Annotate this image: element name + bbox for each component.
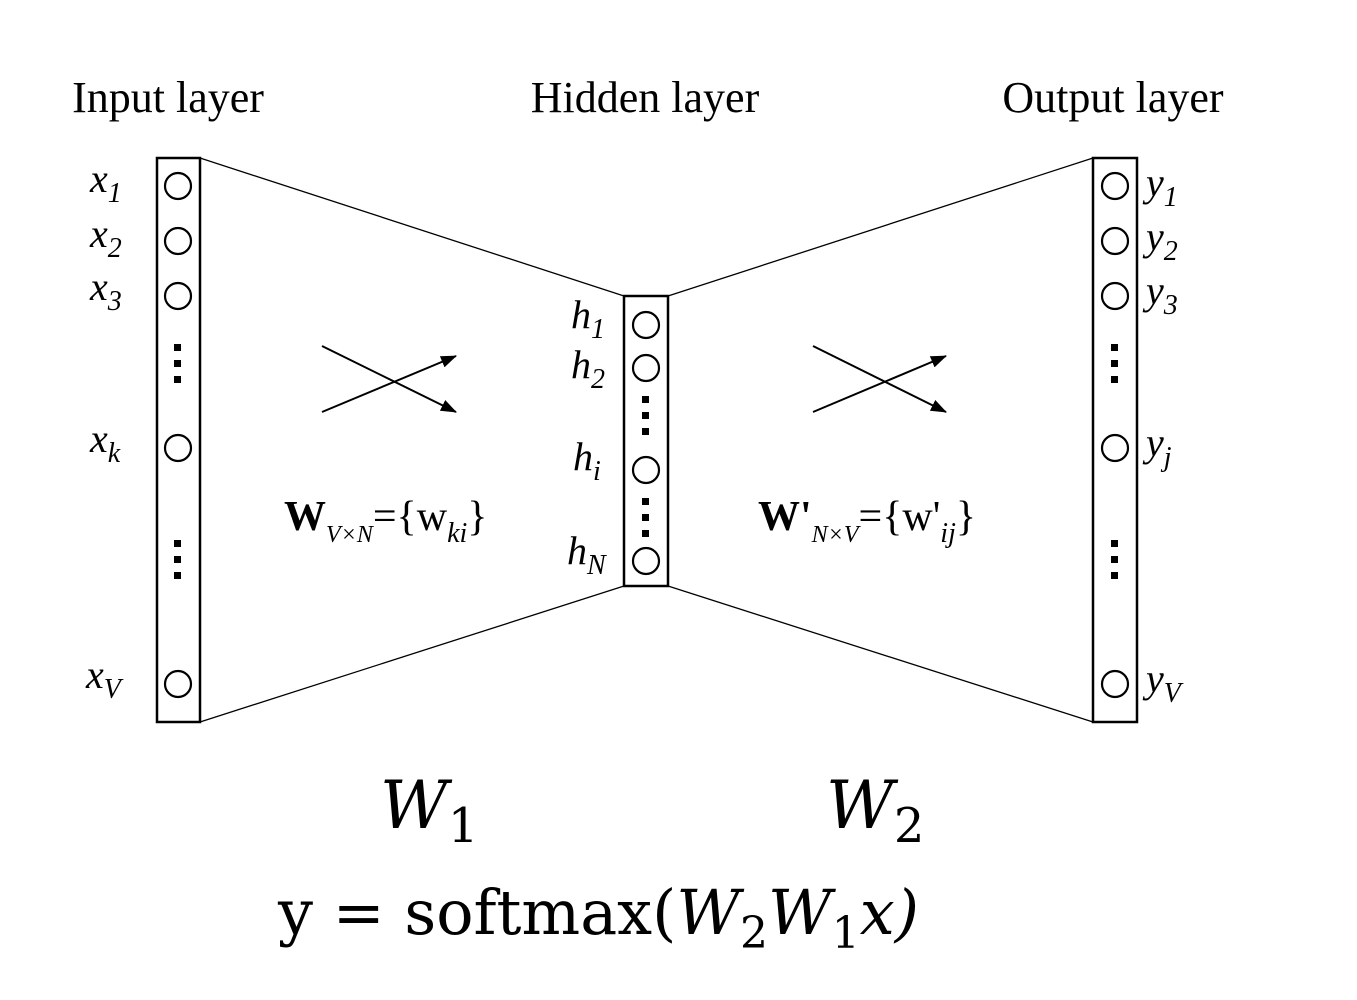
hidden-ellipsis-dots	[642, 396, 649, 435]
hidden-labels: h1 h2 hi hN	[567, 292, 607, 581]
hidden-label-h1: h1	[571, 292, 605, 345]
input-labels: x1 x2 x3 xk xV	[85, 156, 124, 705]
hidden-layer	[622, 294, 670, 588]
output-node	[1100, 669, 1130, 699]
output-node	[1100, 171, 1130, 201]
hidden-label-h2: h2	[571, 342, 605, 395]
input-node	[163, 433, 193, 463]
input-node	[163, 669, 193, 699]
right-cross-arrows	[812, 345, 947, 413]
hidden-ellipsis-dots	[642, 498, 649, 537]
input-ellipsis-dots	[174, 344, 181, 383]
output-label-yV: yV	[1142, 656, 1184, 709]
input-layer	[155, 156, 202, 724]
arrow-icon	[321, 345, 457, 413]
input-label-xk: xk	[89, 416, 121, 469]
hidden-output-bottom-edge	[667, 585, 1094, 723]
input-layer-title: Input layer	[72, 73, 264, 122]
input-node	[163, 281, 193, 311]
softmax-formula: y = softmax(W2W1x)	[277, 876, 919, 959]
w1-annotation: W1	[380, 767, 478, 854]
input-label-x2: x2	[89, 211, 122, 264]
output-label-yj: yj	[1142, 420, 1172, 473]
left-cross-arrows	[321, 345, 457, 413]
output-label-y2: y2	[1142, 214, 1178, 267]
hidden-label-hi: hi	[573, 434, 601, 487]
hidden-node	[631, 310, 661, 340]
output-ellipsis-dots	[1111, 344, 1118, 383]
layer-connections	[199, 157, 1094, 723]
output-node	[1100, 433, 1130, 463]
output-ellipsis-dots	[1111, 540, 1118, 579]
output-node	[1100, 226, 1130, 256]
left-weight-label: WV×N={wki}	[284, 494, 487, 549]
hidden-node	[631, 353, 661, 383]
input-ellipsis-dots	[174, 540, 181, 579]
w2-annotation: W2	[826, 767, 924, 854]
input-node	[163, 226, 193, 256]
hidden-node	[631, 546, 661, 576]
input-hidden-bottom-edge	[199, 585, 625, 723]
output-labels: y1 y2 y3 yj yV	[1142, 160, 1184, 709]
input-label-xV: xV	[85, 652, 124, 705]
hidden-layer-box	[622, 294, 670, 588]
input-label-x1: x1	[89, 156, 122, 209]
hidden-node	[631, 455, 661, 485]
output-layer-title: Output layer	[1002, 73, 1224, 122]
arrow-icon	[812, 355, 947, 413]
output-label-y3: y3	[1142, 268, 1178, 321]
hidden-label-hN: hN	[567, 528, 607, 581]
output-layer	[1091, 156, 1139, 724]
output-label-y1: y1	[1142, 160, 1178, 213]
output-node	[1100, 281, 1130, 311]
arrow-icon	[321, 355, 457, 413]
hidden-layer-title: Hidden layer	[531, 73, 760, 122]
input-label-x3: x3	[89, 264, 122, 317]
arrow-icon	[812, 345, 947, 413]
hidden-output-top-edge	[667, 157, 1094, 297]
input-node	[163, 171, 193, 201]
input-hidden-top-edge	[199, 157, 625, 297]
right-weight-label: W'N×V={w'ij}	[758, 494, 976, 549]
